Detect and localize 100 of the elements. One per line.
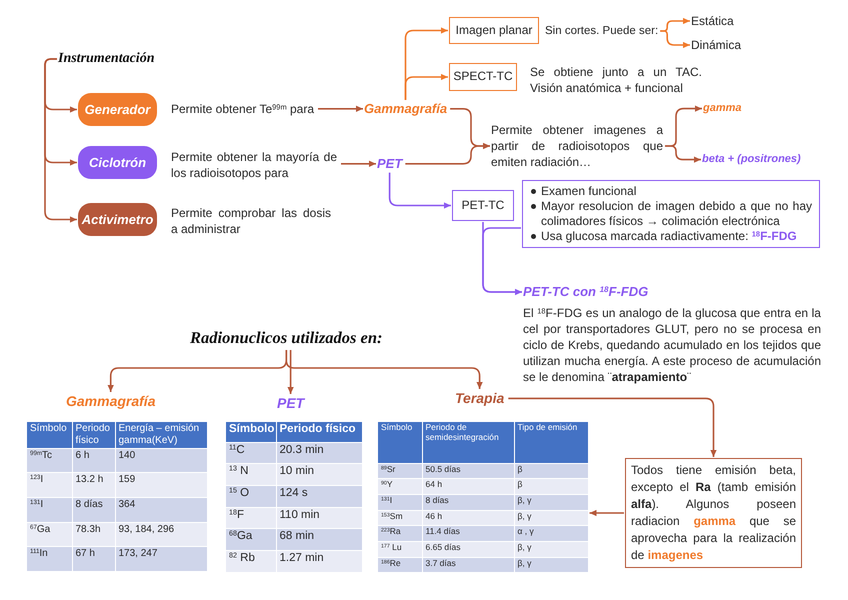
table-cell: 364 [115,497,207,522]
table-cell: β, γ [514,541,588,558]
table-cell: $^{15}$ O [226,485,276,508]
data-table [226,422,362,573]
table-cell: $^{89}$Sr [378,463,422,479]
topic-label: Terapia [455,390,504,407]
topic-label: Gammagrafía [66,393,156,410]
data-table [27,422,208,572]
arrow [341,160,376,168]
table-cell: $^{153}$Sm [378,510,422,526]
arrow [44,58,77,223]
table-cell: 110 min [276,507,362,529]
arrow [287,350,294,394]
arrow [286,350,483,389]
header-cell: Periodo físico [276,422,362,442]
arrow [388,172,451,209]
option-text: Dinámica [691,37,742,53]
table-cell: 13.2 h [72,472,115,498]
bullet-item: Examen funcional [541,184,638,199]
table-cell: 8 días [72,497,115,522]
header-cell: Símbolo [226,422,276,442]
arrow [590,510,624,516]
table-cell: 173, 247 [115,546,207,572]
data-table [378,422,588,574]
table-cell: $^{111}$In [27,546,72,572]
table-cell: 8 días [422,494,514,510]
table-cell: $^{67}$Ga [27,522,72,547]
table-cell: 140 [115,448,207,473]
note-box: Todos tiene emisión beta, excepto el Ra (tamb emisión alfa). Algunos poseen radiacion gamma que se aprovecha para la realización de imagenes [625,458,802,568]
table-cell: $^{177}$ Lu [378,541,422,558]
arrow [405,142,490,165]
arrow [318,106,363,112]
topic-label: Gammagrafía [364,101,448,117]
table-cell: β, γ [514,510,588,526]
table-cell: 6 h [72,448,115,473]
table-cell: 3.7 días [422,557,514,573]
table-cell: 78.3h [72,522,115,547]
table-cell: $^{13}$ N [226,464,276,486]
table-cell: $^{123}$I [27,472,72,498]
description-text: Permite obtener imagenes a partir de radioisotopos que emiten radiación… [491,122,663,170]
table-cell: $^{18}$F [226,507,276,529]
table-cell: 6.65 días [422,541,514,558]
table-cell: β [514,463,588,479]
description-text: Permite obtener Te$^{99m}$ para [171,101,314,117]
table-cell: 68 min [276,528,362,550]
table-cell: $^{186}$Re [378,557,422,573]
table-cell: 50.5 días [422,463,514,479]
table-cell: 124 s [276,485,362,508]
section-heading: Instrumentación [58,51,154,68]
option-text: Estática [691,13,734,29]
method-box: SPECT-TC [449,63,517,91]
header-cell: Energía – emisión gamma(KeV) [115,422,207,448]
method-box: PET-TC [452,190,514,221]
instrument-pill: Ciclotrón [78,146,157,179]
table-cell: 20.3 min [276,442,362,464]
header-cell: Símbolo [27,422,72,448]
table-cell: $^{131}$I [378,494,422,510]
description-text: Permite obtener la mayoría de los radioisotopos para [171,149,337,181]
table-cell: $^{82}$ Rb [226,550,276,572]
table-cell: 11.4 días [422,526,514,542]
paragraph: El $^{18}$F-FDG es un analogo de la glucosa que entra en la cel por transportadores GLUT, pero no se procesa en ciclo de Krebs, quedando acumulado en los tejidos que utilizan mucha energía. A este proceso de acumulación se le denomina ¨atrapamiento¨ [523,305,821,385]
header-cell: Periodo de semidesintegración [422,422,514,463]
table-cell: 93, 184, 296 [115,522,207,547]
table-cell: $^{11}$C [226,442,276,464]
description-text: Se obtiene junto a un TAC. Visión anatómica + funcional [530,64,702,96]
description-text: Permite comprobar las dosis a administrar [171,205,331,237]
table-cell: α , γ [514,526,588,542]
instrument-pill: Activimetro [78,203,157,236]
topic-label: PET [277,395,304,412]
bullet-item: Usa glucosa marcada radiactivamente: $^{18}$F-FDG [541,229,798,244]
description-text: Sin cortes. Puede ser: [545,23,658,39]
topic-label: gamma [703,102,742,116]
arrow [508,398,717,457]
table-cell: 159 [115,472,207,498]
table-cell: 67 h [72,546,115,572]
arrow [660,30,690,48]
subheading: PET-TC con $^{18}$F-FDG [523,283,650,301]
table-cell: 46 h [422,510,514,526]
table-cell: 64 h [422,478,514,494]
bullet-item: Mayor resolucion de imagen debido a que no hay colimadores físicos → colimación electrónica [541,199,812,229]
arrow [404,74,448,100]
table-cell: β [514,478,588,494]
table-cell: $^{223}$Ra [378,526,422,542]
header-cell: Símbolo [378,422,422,463]
topic-label: PET [377,156,402,172]
info-box [522,180,820,248]
header-cell: Periodo físico [72,422,115,448]
table-cell: β, γ [514,557,588,573]
method-box: Imagen planar [449,17,539,44]
table-cell: β, γ [514,494,588,510]
table-cell: $^{131}$I [27,497,72,522]
header-cell: Tipo de emisión [514,422,588,463]
table-cell: $^{90}$Y [378,478,422,494]
topic-label: beta + (positrones) [702,153,801,166]
table-cell: $^{68}$Ga [226,528,276,550]
table-cell: 10 min [276,464,362,486]
table-cell: $^{99m}$Tc [27,448,72,473]
table-cell: 1.27 min [276,550,362,572]
arrow [665,145,701,163]
instrument-pill: Generador [78,93,157,126]
